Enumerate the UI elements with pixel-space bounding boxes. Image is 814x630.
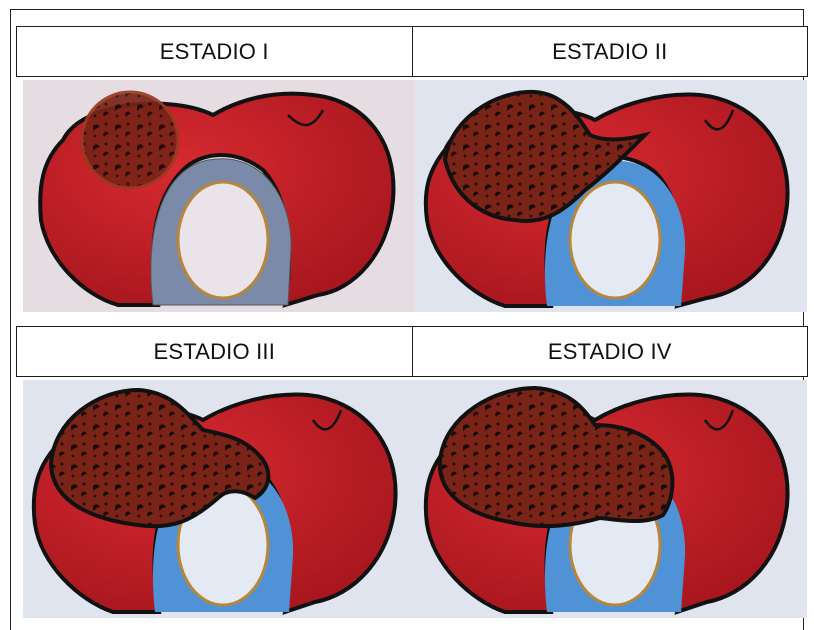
stage-2-label: ESTADIO II bbox=[412, 27, 808, 76]
header-row-top: ESTADIO I ESTADIO II bbox=[16, 26, 808, 77]
stage-3-label: ESTADIO III bbox=[17, 327, 412, 376]
stage-3-illustration bbox=[23, 380, 415, 618]
header-row-bottom: ESTADIO III ESTADIO IV bbox=[16, 326, 808, 377]
stage-2-illustration bbox=[415, 80, 807, 312]
stage-4-illustration bbox=[415, 380, 807, 618]
stage-4-label: ESTADIO IV bbox=[412, 327, 808, 376]
stage-1-label: ESTADIO I bbox=[17, 27, 412, 76]
tumor bbox=[82, 92, 178, 188]
stage-1-illustration bbox=[23, 80, 415, 312]
